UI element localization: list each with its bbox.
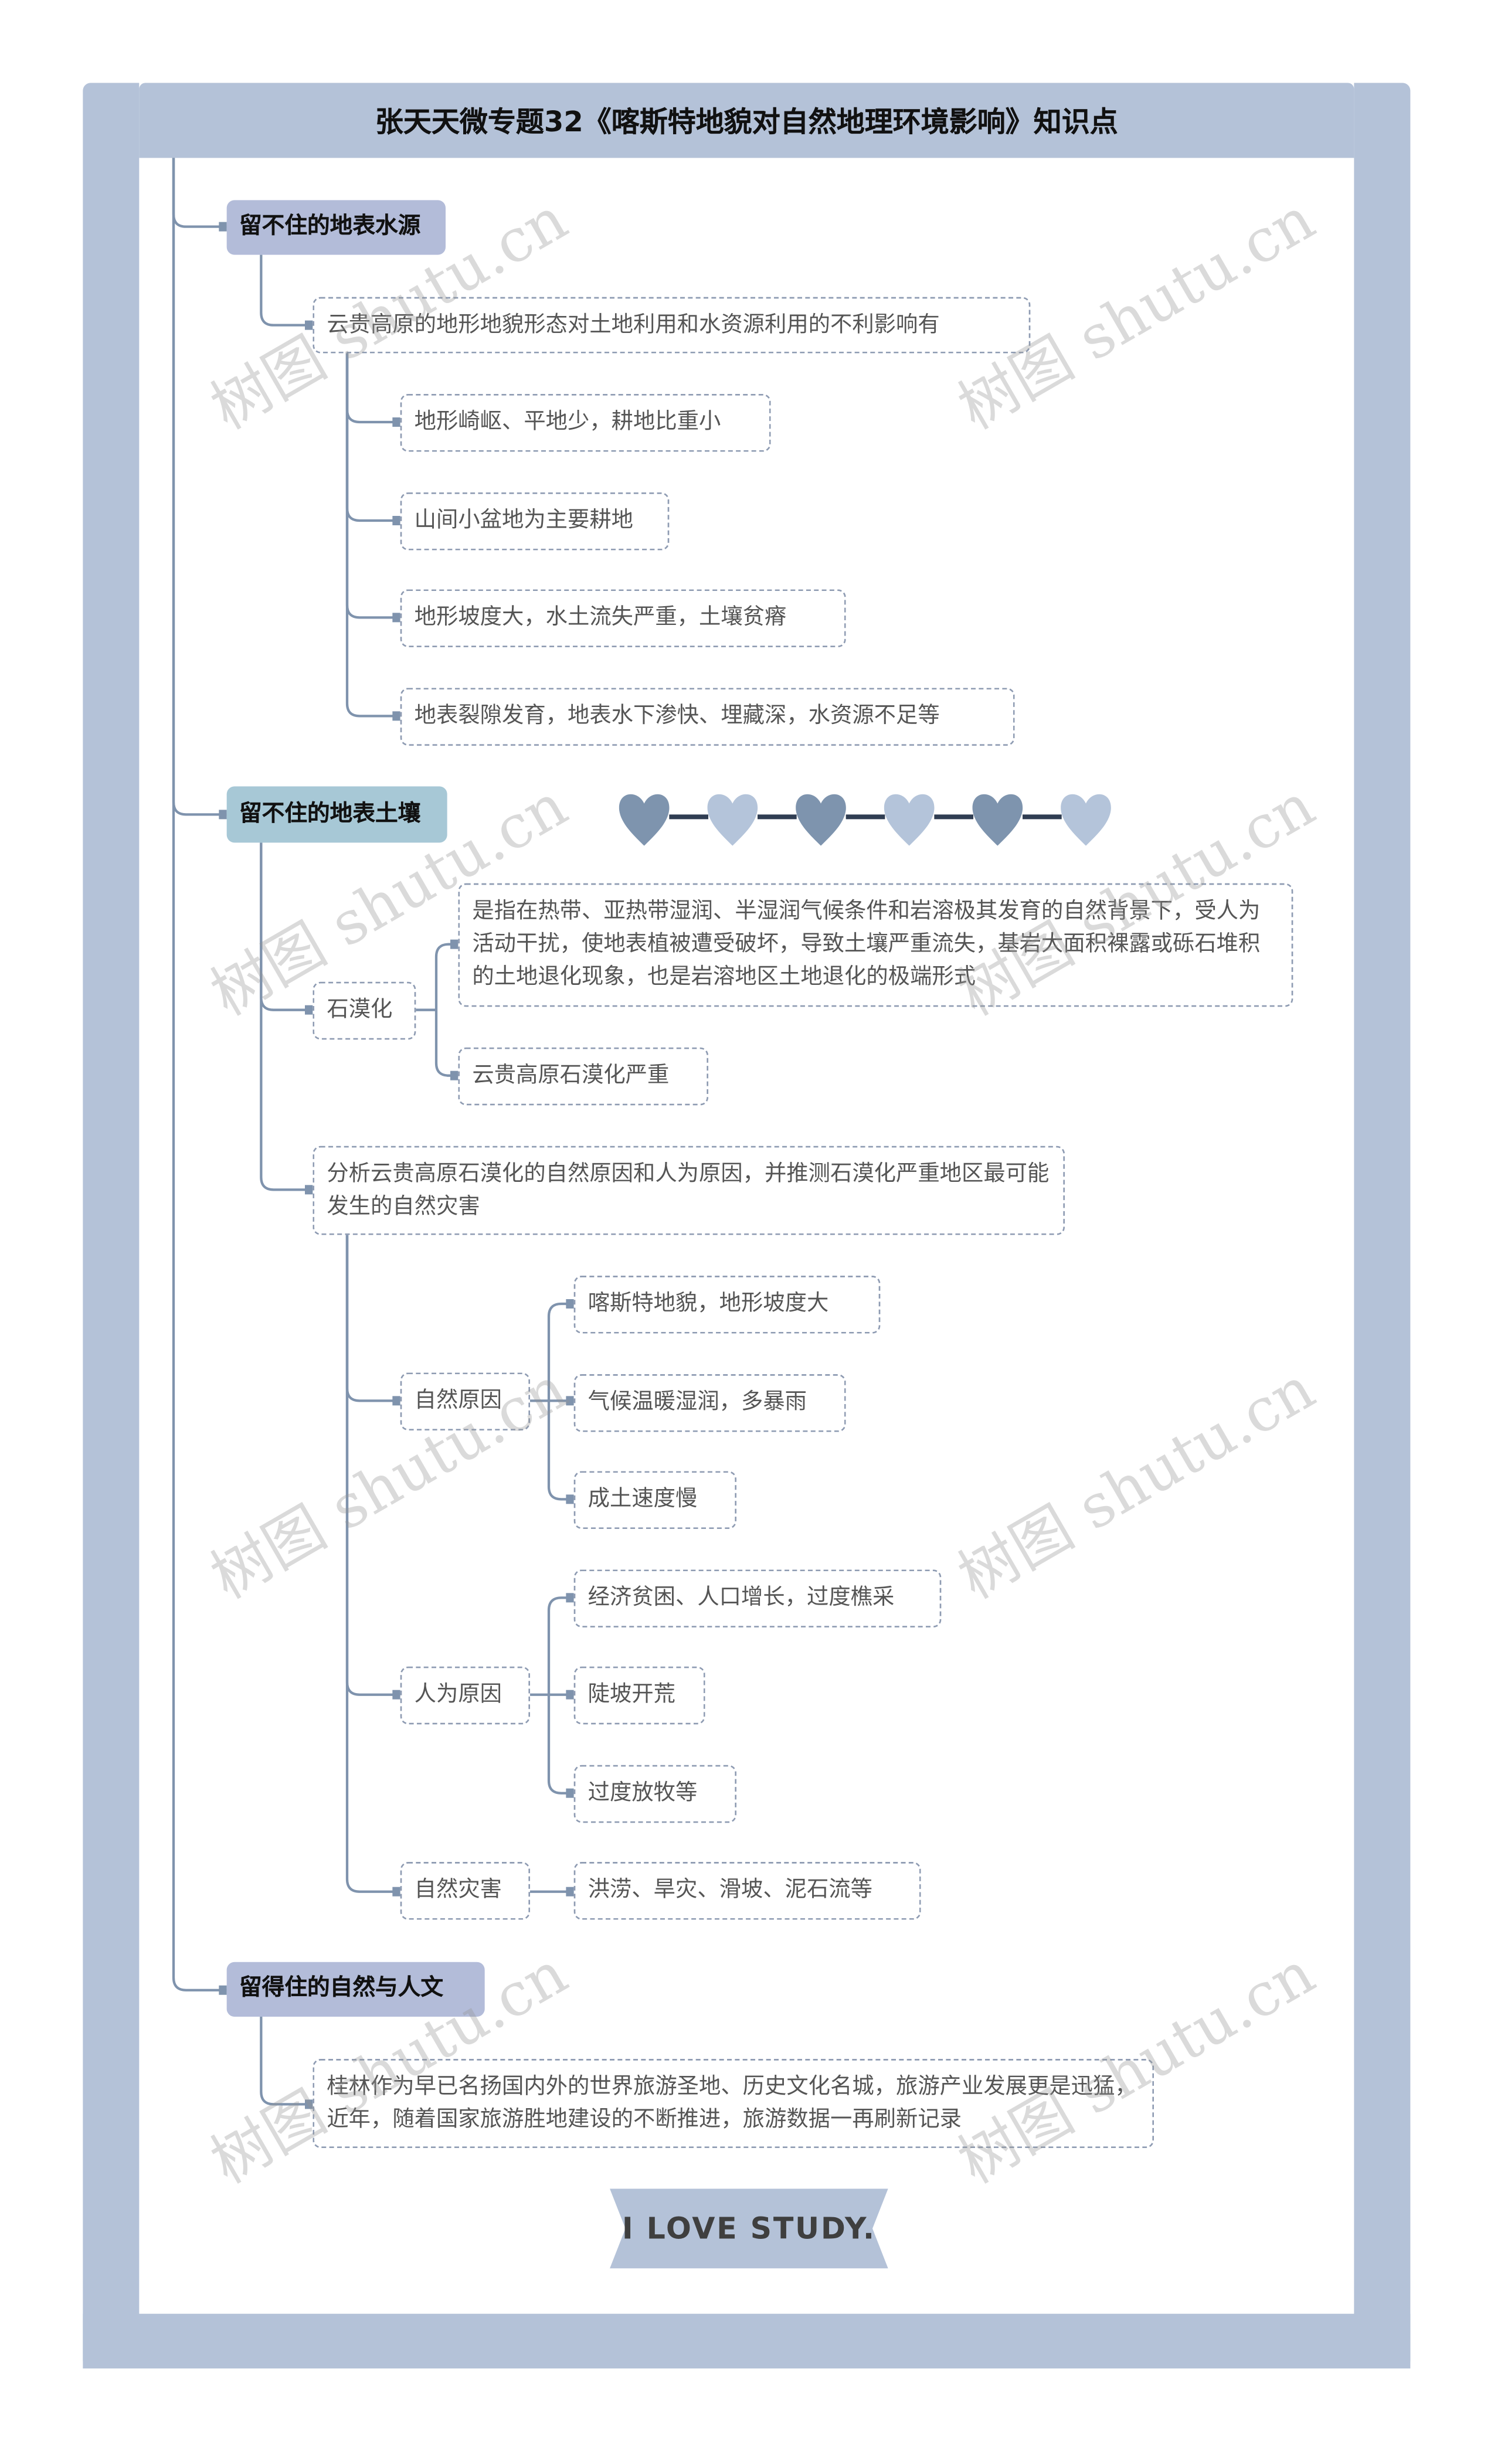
- heart-link: [845, 814, 885, 820]
- natural-causes-node[interactable]: 自然原因: [400, 1372, 531, 1431]
- heart-icon: [619, 794, 670, 846]
- subtopic-analysis[interactable]: 分析云贵高原石漠化的自然原因和人为原因，并推测石漠化严重地区最可能发生的自然灾害: [313, 1146, 1065, 1235]
- banner-ribbon-shape: [610, 2188, 888, 2269]
- leaf-node[interactable]: 陡坡开荒: [573, 1666, 705, 1725]
- heart-link: [758, 814, 797, 820]
- heart-icon: [884, 794, 935, 846]
- topic-surface-soil[interactable]: 留不住的地表土壤: [226, 786, 447, 843]
- subtopic-terrain-impact[interactable]: 云贵高原的地形地貌形态对土地利用和水资源利用的不利影响有: [313, 297, 1031, 354]
- banner-text: I LOVE STUDY.: [622, 2211, 876, 2246]
- topic-surface-water[interactable]: 留不住的地表水源: [226, 200, 446, 255]
- leaf-node[interactable]: 洪涝、旱灾、滑坡、泥石流等: [573, 1862, 921, 1920]
- leaf-node[interactable]: 成土速度慢: [573, 1471, 737, 1530]
- frame-bottom: [83, 2313, 1411, 2369]
- definition-node[interactable]: 是指在热带、亚热带湿润、半湿润气候条件和岩溶极其发育的自然背景下，受人为活动干扰…: [458, 883, 1293, 1007]
- leaf-node[interactable]: 地形崎岖、平地少，耕地比重小: [400, 394, 771, 452]
- leaf-node[interactable]: 经济贫困、人口增长，过度樵采: [573, 1569, 942, 1628]
- leaf-node[interactable]: 地形坡度大，水土流失严重，土壤贫瘠: [400, 589, 846, 648]
- guilin-node[interactable]: 桂林作为早已名扬国内外的世界旅游圣地、历史文化名城，旅游产业发展更是迅猛，近年，…: [313, 2059, 1154, 2149]
- love-study-banner: I LOVE STUDY.: [610, 2188, 888, 2269]
- heart-link: [934, 814, 974, 820]
- leaf-node[interactable]: 气候温暖湿润，多暴雨: [573, 1374, 846, 1432]
- heart-icon: [972, 794, 1023, 846]
- subtopic-rocky-desertification[interactable]: 石漠化: [313, 981, 416, 1040]
- heart-link: [1023, 814, 1062, 820]
- leaf-node[interactable]: 过度放牧等: [573, 1765, 737, 1823]
- heart-icon: [796, 794, 846, 846]
- heart-link: [669, 814, 709, 820]
- frame-left: [83, 83, 140, 2369]
- leaf-node[interactable]: 云贵高原石漠化严重: [458, 1047, 709, 1106]
- leaf-node[interactable]: 地表裂隙发育，地表水下渗快、埋藏深，水资源不足等: [400, 688, 1015, 746]
- frame-right: [1354, 83, 1411, 2369]
- heart-icon: [1061, 794, 1111, 846]
- leaf-node[interactable]: 喀斯特地貌，地形坡度大: [573, 1276, 881, 1334]
- heart-icon: [707, 794, 758, 846]
- topic-nature-culture[interactable]: 留得住的自然与人文: [226, 1962, 485, 2017]
- human-causes-node[interactable]: 人为原因: [400, 1666, 531, 1725]
- natural-disasters-node[interactable]: 自然灾害: [400, 1862, 531, 1920]
- page-title: 张天天微专题32《喀斯特地貌对自然地理环境影响》知识点: [139, 83, 1354, 158]
- leaf-node[interactable]: 山间小盆地为主要耕地: [400, 492, 670, 550]
